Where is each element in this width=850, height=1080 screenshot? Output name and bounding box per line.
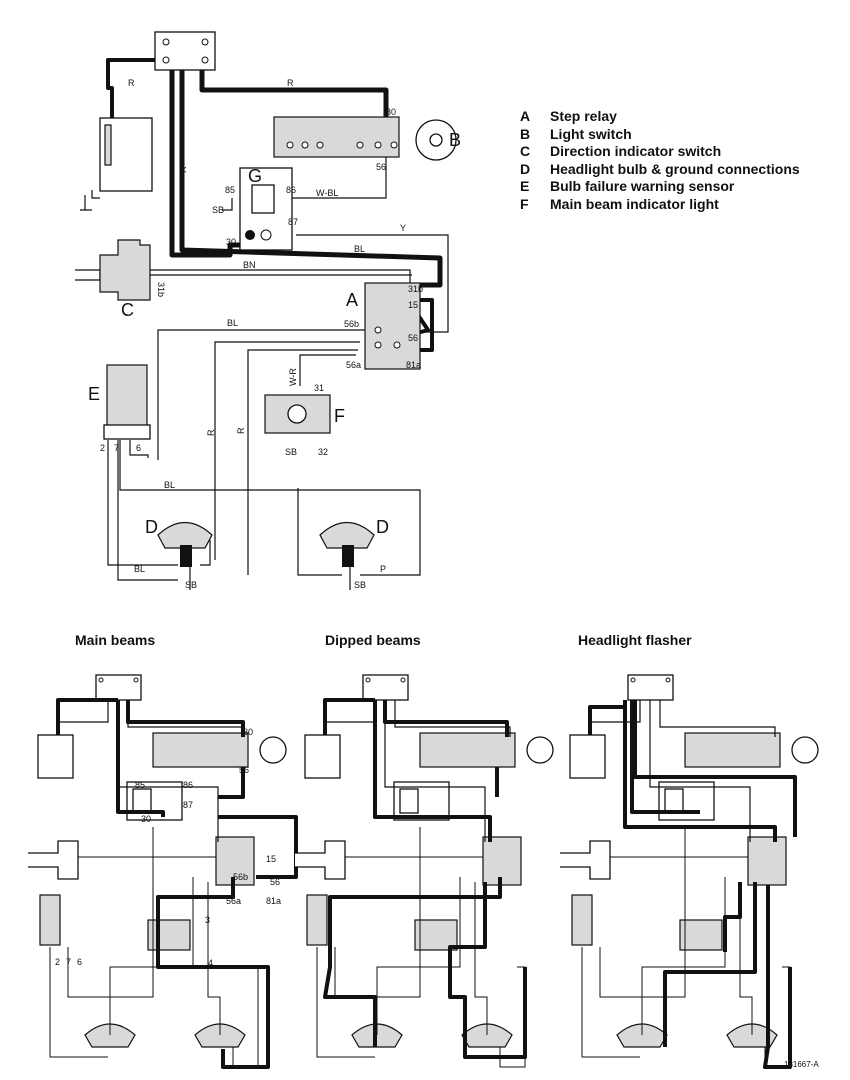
- letter-c: C: [121, 300, 134, 320]
- legend-key: E: [520, 178, 530, 195]
- main-diagram: B G C A E F D D R R R W-BL Y BL BN BL W-…: [75, 31, 461, 590]
- step-relay-connector: [154, 31, 216, 71]
- panel-main-beams: [27, 674, 298, 1069]
- terminal-81a: 81a: [406, 360, 421, 370]
- wire-label-bl: BL: [134, 564, 145, 574]
- terminal-31b: 31b: [408, 284, 423, 294]
- terminal-30: 30: [386, 107, 396, 117]
- terminal-56b: 56b: [344, 319, 359, 329]
- letter-b: B: [449, 130, 461, 150]
- terminal-85: 85: [225, 185, 235, 195]
- terminal-81a: 81a: [266, 896, 281, 906]
- legend-text: Headlight bulb & ground connections: [550, 160, 800, 177]
- legend-text: Main beam indicator light: [550, 195, 719, 212]
- terminal-56: 56: [239, 765, 249, 775]
- wire-label-p: P: [380, 564, 386, 574]
- terminal-2: 2: [55, 957, 60, 967]
- letter-f: F: [334, 406, 345, 426]
- wire-label-r: R: [287, 78, 294, 88]
- terminal-15: 15: [266, 854, 276, 864]
- terminal-4: 4: [208, 958, 213, 968]
- legend-item: A Step relay: [520, 108, 820, 126]
- terminal-87: 87: [183, 800, 193, 810]
- terminal-7: 7: [66, 957, 71, 967]
- wire-label-sb: SB: [185, 580, 197, 590]
- terminal-86: 86: [286, 185, 296, 195]
- terminal-56a: 56a: [346, 360, 361, 370]
- terminal-30: 30: [141, 814, 151, 824]
- letter-a: A: [346, 290, 358, 310]
- terminal-56a: 56a: [226, 896, 241, 906]
- panel-headlight-flasher: [559, 674, 819, 1069]
- wire-label-r: R: [206, 429, 216, 436]
- legend-item: C Direction indicator switch: [520, 143, 820, 161]
- terminal-2: 2: [100, 443, 105, 453]
- legend-text: Bulb failure warning sensor: [550, 178, 735, 195]
- legend-key: C: [520, 143, 531, 160]
- wire-label-bl: BL: [354, 244, 365, 254]
- wire-label-sb: SB: [354, 580, 366, 590]
- wire-label-sb: SB: [212, 205, 224, 215]
- legend-key: A: [520, 108, 531, 124]
- legend-text: Direction indicator switch: [550, 143, 722, 160]
- wire-label-r: R: [128, 78, 135, 88]
- wire-label-w-r: W-R: [288, 368, 298, 386]
- terminal-6: 6: [136, 443, 141, 453]
- legend-item: B Light switch: [520, 126, 820, 144]
- wire-label-w-bl: W-BL: [316, 188, 338, 198]
- panel-title-headlight-flasher: Headlight flasher: [578, 632, 692, 648]
- wire-label-bl: BL: [227, 318, 238, 328]
- terminal-56: 56: [376, 162, 386, 172]
- wire-label-y: Y: [400, 223, 406, 233]
- figure-code: 131667-A: [784, 1060, 819, 1069]
- panel-title-main-beams: Main beams: [75, 632, 156, 648]
- panel-title-dipped-beams: Dipped beams: [325, 632, 421, 648]
- wire-label-r: R: [236, 427, 246, 434]
- letter-d-left: D: [145, 517, 158, 537]
- terminal-30: 30: [226, 237, 236, 247]
- wire-label-bn: BN: [243, 260, 256, 270]
- panel-dipped-beams: [294, 674, 554, 1068]
- wire-label-sb: SB: [285, 447, 297, 457]
- legend-key: B: [520, 125, 531, 142]
- terminal-56: 56: [408, 333, 418, 343]
- terminal-86: 86: [183, 780, 193, 790]
- direction-indicator-switch: [99, 239, 151, 301]
- headlight-right: [319, 522, 375, 549]
- headlight-left: [157, 522, 213, 549]
- terminal-3: 3: [205, 915, 210, 925]
- legend-key: F: [520, 195, 529, 212]
- legend-text: Light switch: [550, 125, 632, 142]
- terminal-31b: 31b: [156, 282, 166, 297]
- terminal-30: 30: [243, 727, 253, 737]
- terminal-6: 6: [77, 957, 82, 967]
- wire-label-bl: BL: [164, 480, 175, 490]
- light-switch-body: [273, 116, 400, 158]
- bulb-failure-sensor: [106, 364, 148, 436]
- legend-item: E Bulb failure warning sensor: [520, 178, 820, 196]
- terminal-31: 31: [314, 383, 324, 393]
- wire-label-r: R: [178, 166, 188, 173]
- legend-item: F Main beam indicator light: [520, 196, 820, 214]
- terminal-7: 7: [114, 443, 119, 453]
- terminal-56b: 56b: [233, 872, 248, 882]
- terminal-87: 87: [288, 217, 298, 227]
- step-relay-body: [364, 282, 421, 370]
- letter-e: E: [88, 384, 100, 404]
- terminal-85: 85: [135, 780, 145, 790]
- terminal-32: 32: [318, 447, 328, 457]
- legend-item: D Headlight bulb & ground connections: [520, 161, 820, 179]
- terminal-15: 15: [408, 300, 418, 310]
- legend-text: Step relay: [550, 108, 617, 124]
- letter-g: G: [248, 166, 262, 186]
- panel-terminal-labels: 30 56 85 86 87 30 15 56b 56 56a 81a 3 4 …: [55, 727, 281, 968]
- legend-key: D: [520, 160, 531, 177]
- terminal-56: 56: [270, 877, 280, 887]
- letter-d-right: D: [376, 517, 389, 537]
